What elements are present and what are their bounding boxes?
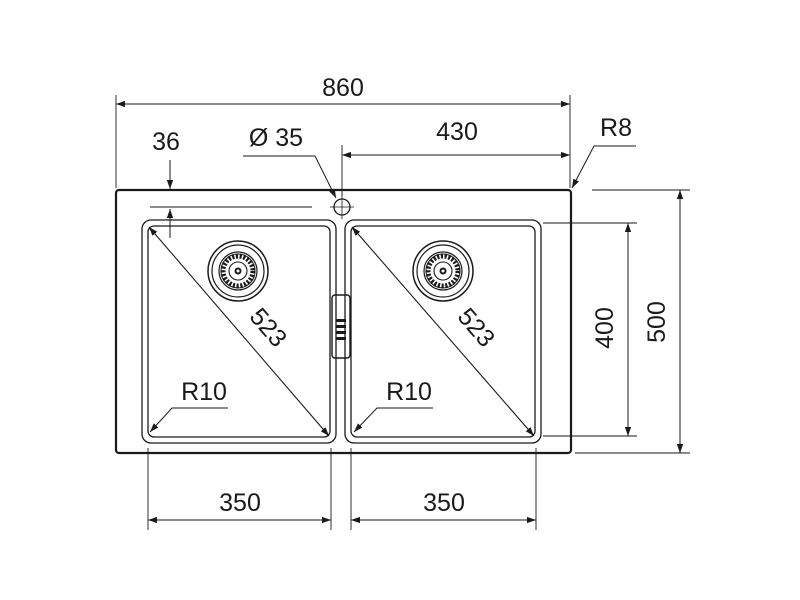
dimension-corner-radius: R8 [571,114,636,189]
label-total-width: 860 [322,74,364,102]
label-edge-offset: 36 [152,128,180,156]
label-right-bowl-width: 350 [423,489,465,517]
label-bowl-depth: 400 [591,307,619,349]
label-tap-hole: Ø 35 [249,124,303,152]
tap-hole [330,195,354,219]
overflow-slot [331,294,351,359]
label-corner-radius: R8 [600,114,632,142]
dimension-total-width: 860 [115,74,571,188]
sink-outer-edge [114,188,573,455]
right-drain-strainer [412,240,474,302]
label-total-depth: 500 [643,301,671,343]
dimension-total-depth: 500 [575,189,690,454]
dimension-left-bowl-width: 350 [147,448,332,530]
left-bowl-diagonal [148,226,330,437]
sink-outline [114,188,573,455]
right-bowl [344,219,542,444]
dimension-edge-offset: 36 [152,128,180,238]
dimension-left-bowl-radius: R10 [149,378,228,433]
dimension-tap-hole: Ø 35 [243,124,337,199]
left-bowl [141,219,337,444]
dimension-bowl-depth: 400 [543,222,637,437]
label-left-bowl-width: 350 [219,489,261,517]
label-half-width: 430 [436,118,478,146]
right-bowl-inner [350,225,536,438]
label-left-bowl-radius: R10 [181,378,227,406]
dimension-half-width: 430 [341,118,570,196]
label-right-bowl-diagonal: 523 [452,303,501,353]
dimension-right-bowl-width: 350 [350,448,537,530]
dimension-right-bowl-radius: R10 [353,378,433,433]
left-drain-strainer [207,240,269,302]
left-bowl-inner [147,225,331,438]
label-right-bowl-radius: R10 [386,378,432,406]
right-bowl-diagonal [351,226,535,437]
